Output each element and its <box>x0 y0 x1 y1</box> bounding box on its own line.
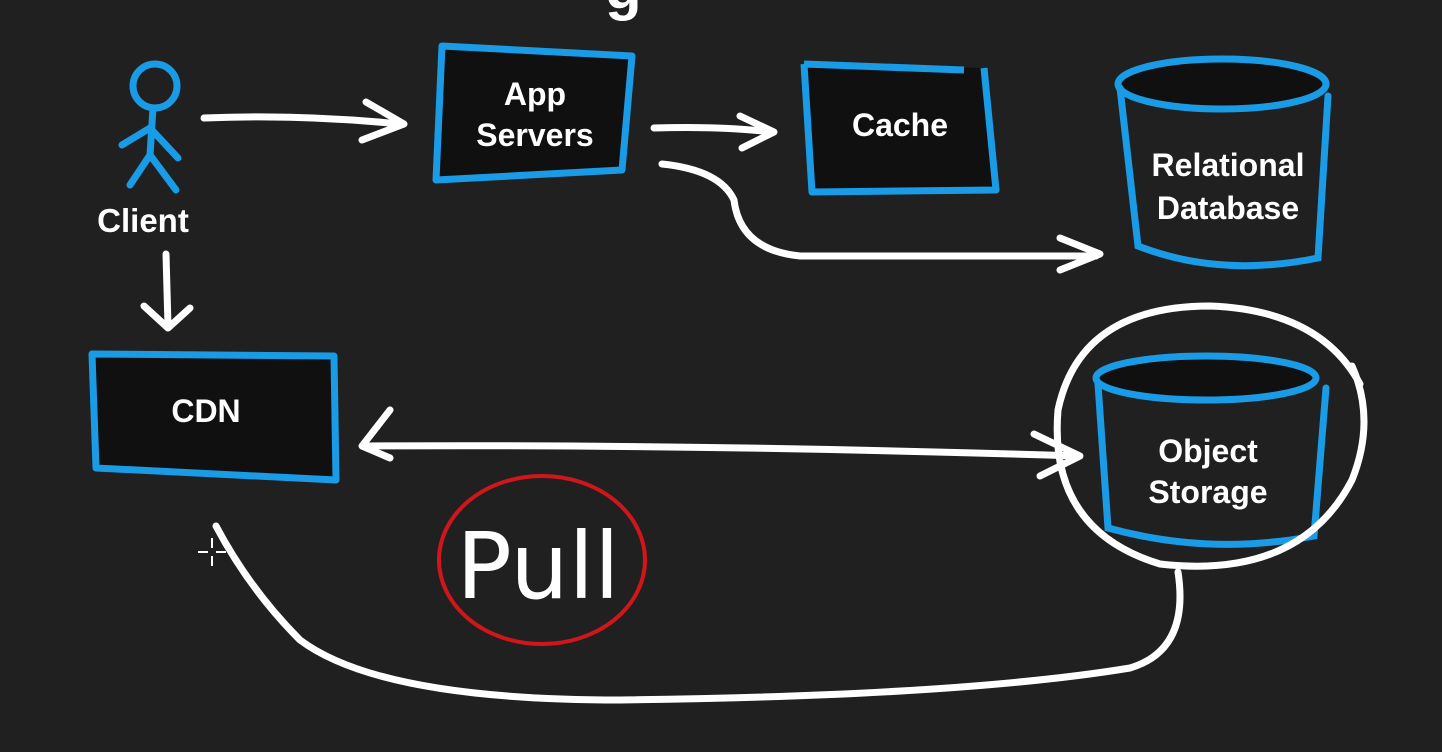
arrowhead-object-storage <box>1030 430 1084 480</box>
cache-label: Cache <box>852 107 948 143</box>
cursor-crosshair-icon <box>198 538 226 566</box>
relational-db-top <box>1114 55 1330 113</box>
cache-box <box>800 60 1000 196</box>
arrowhead-cdn-top <box>140 302 194 332</box>
client-label: Client <box>97 202 189 239</box>
object-storage-top <box>1092 352 1320 404</box>
cdn-label: CDN <box>171 393 240 429</box>
cache-node: Cache <box>800 60 1000 196</box>
pull-highlight-circle <box>437 474 647 646</box>
arrowhead-cache <box>736 112 778 152</box>
app-servers-node: App Servers <box>432 42 636 184</box>
relational-db-label-line2: Database <box>1157 190 1299 226</box>
relational-db-body <box>1116 84 1332 270</box>
client-head <box>129 60 181 112</box>
arrow-client-to-cdn <box>162 250 172 330</box>
arrow-object-storage-to-cdn-curve <box>212 522 1184 704</box>
arrow-cdn-object-storage <box>360 442 1082 460</box>
arrowhead-relational-db <box>1056 234 1104 274</box>
arrowhead-cdn-left <box>358 406 394 462</box>
arrow-app-servers-to-relational-db <box>658 160 1100 260</box>
arrow-app-servers-to-cache <box>650 124 776 136</box>
title-fragment: g <box>605 0 642 21</box>
arrowhead-app-servers <box>358 98 408 144</box>
object-storage-label-line2: Storage <box>1148 474 1267 510</box>
app-servers-label-line2: Servers <box>476 117 593 153</box>
client-legs <box>126 151 180 194</box>
app-servers-label-line1: App <box>504 76 566 112</box>
object-storage-label-line1: Object <box>1158 433 1258 469</box>
cdn-box <box>88 350 340 484</box>
relational-db-label-line1: Relational <box>1152 147 1305 183</box>
relational-db-node <box>1114 55 1332 270</box>
app-servers-box <box>432 42 636 184</box>
pull-annotation: Pull <box>456 513 619 620</box>
client-node <box>118 60 182 194</box>
client-arms <box>118 124 182 162</box>
arrow-client-to-app-servers <box>200 113 404 128</box>
cdn-node: CDN <box>88 350 340 484</box>
object-storage-highlight-circle <box>1053 302 1368 570</box>
